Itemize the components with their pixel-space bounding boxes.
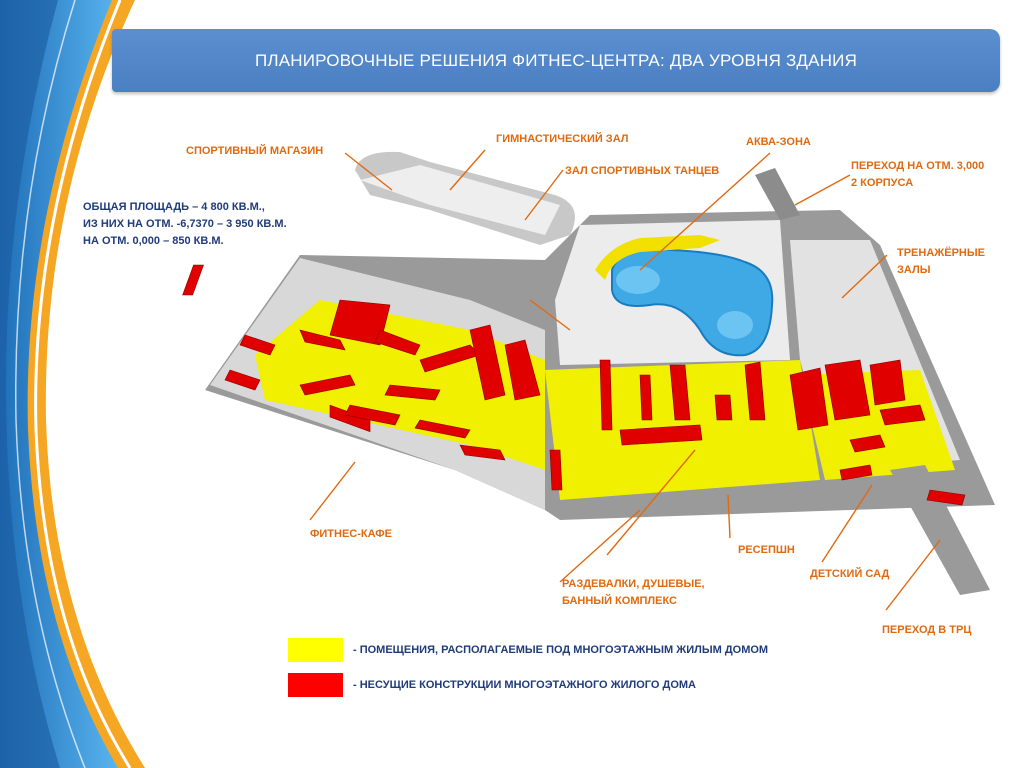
area-info-line2: ИЗ НИХ НА ОТМ. -6,7370 – 3 950 КВ.М. [83,218,287,230]
dark-blue-swoosh [0,0,60,768]
label-aqua-zone: АКВА-ЗОНА [746,136,811,148]
title-bar: ПЛАНИРОВОЧНЫЕ РЕШЕНИЯ ФИТНЕС-ЦЕНТРА: ДВА… [112,29,1000,92]
label-lockers-line2: БАННЫЙ КОМПЛЕКС [562,595,677,607]
area-info: ОБЩАЯ ПЛОЩАДЬ – 4 800 КВ.М., ИЗ НИХ НА О… [83,199,287,250]
label-gym-hall: ГИМНАСТИЧЕСКИЙ ЗАЛ [496,133,629,145]
label-lockers-line1: РАЗДЕВАЛКИ, ДУШЕВЫЕ, [562,578,705,590]
load-bearing-structures [182,264,966,506]
legend-swatch-yellow [288,638,343,662]
legend-swatch-red [288,673,343,697]
label-passage-line2: 2 КОРПУСА [851,177,914,189]
label-trainer-line1: ТРЕНАЖЁРНЫЕ [897,247,985,259]
legend-item-structures: - НЕСУЩИЕ КОНСТРУКЦИИ МНОГОЭТАЖНОГО ЖИЛО… [288,673,696,697]
area-info-line1: ОБЩАЯ ПЛОЩАДЬ – 4 800 КВ.М., [83,201,265,213]
legend-item-residential: - ПОМЕЩЕНИЯ, РАСПОЛАГАЕМЫЕ ПОД МНОГОЭТАЖ… [288,638,768,662]
label-lockers: РАЗДЕВАЛКИ, ДУШЕВЫЕ, БАННЫЙ КОМПЛЕКС [562,576,705,610]
label-passage-line1: ПЕРЕХОД НА ОТМ. 3,000 [851,160,985,172]
label-trainer-line2: ЗАЛЫ [897,264,931,276]
label-passage-building2: ПЕРЕХОД НА ОТМ. 3,000 2 КОРПУСА [851,158,984,192]
legend-text: - ПОМЕЩЕНИЯ, РАСПОЛАГАЕМЫЕ ПОД МНОГОЭТАЖ… [353,644,769,656]
page-title: ПЛАНИРОВОЧНЫЕ РЕШЕНИЯ ФИТНЕС-ЦЕНТРА: ДВА… [254,50,858,70]
label-trainer-halls: ТРЕНАЖЁРНЫЕ ЗАЛЫ [897,245,985,279]
blue-swoosh [0,0,118,768]
label-fitness-cafe: ФИТНЕС-КАФЕ [310,528,393,540]
label-kindergarten: ДЕТСКИЙ САД [810,568,890,580]
label-reception: РЕСЕПШН [738,544,795,556]
area-info-line3: НА ОТМ. 0,000 – 850 КВ.М. [83,235,224,247]
white-swoosh-line [34,0,132,768]
label-dance-hall: ЗАЛ СПОРТИВНЫХ ТАНЦЕВ [565,165,720,177]
label-sport-shop: СПОРТИВНЫЙ МАГАЗИН [186,145,324,157]
aqua-pool [595,235,774,357]
pointer-lines [309,149,941,611]
legend-text: - НЕСУЩИЕ КОНСТРУКЦИИ МНОГОЭТАЖНОГО ЖИЛО… [353,679,696,691]
white-swoosh-line-thin [15,0,86,768]
label-mall-passage: ПЕРЕХОД В ТРЦ [882,624,972,636]
